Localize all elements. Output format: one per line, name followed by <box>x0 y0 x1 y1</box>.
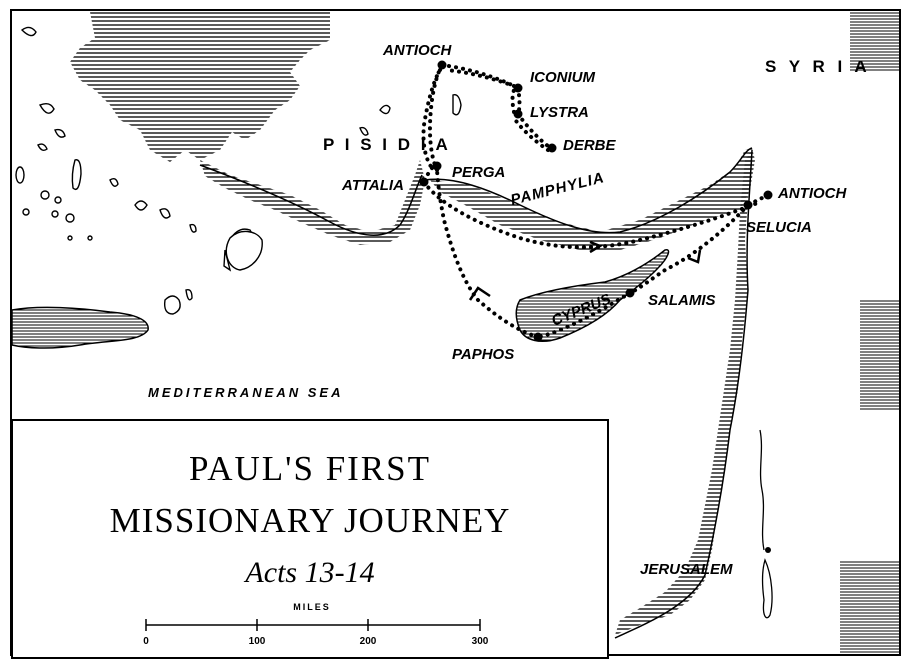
label-perga: PERGA <box>452 164 505 181</box>
scale-label-3: 300 <box>472 636 489 647</box>
region-mediterranean-sea: MEDITERRANEAN SEA <box>148 385 343 400</box>
asia-minor-coast <box>70 12 755 250</box>
label-antioch-pisidia: ANTIOCH <box>382 42 452 59</box>
cyprus-island <box>515 249 670 342</box>
title-line-1: PAUL'S FIRST <box>189 449 431 488</box>
city-marker-antioch-pisidia <box>437 60 447 70</box>
direction-arrows <box>468 240 702 301</box>
city-marker-attalia <box>419 177 429 187</box>
label-paphos: PAPHOS <box>452 346 514 363</box>
scale-label-0: 0 <box>143 636 149 647</box>
city-marker-derbe <box>547 143 557 153</box>
city-marker-paphos <box>533 332 543 342</box>
label-attalia: ATTALIA <box>341 177 404 194</box>
region-pamphylia: PAMPHYLIA <box>509 169 606 209</box>
label-lystra: LYSTRA <box>530 104 589 121</box>
title-reference: Acts 13-14 <box>243 556 374 589</box>
crete-island <box>11 306 149 349</box>
right-edge-hatching <box>840 12 900 655</box>
city-marker-antioch-syria <box>763 190 773 200</box>
city-marker-salamis <box>625 288 635 298</box>
title-line-2: MISSIONARY JOURNEY <box>110 501 511 540</box>
scale-title: MILES <box>293 602 331 612</box>
city-marker-perga <box>432 161 442 171</box>
label-derbe: DERBE <box>563 137 617 154</box>
city-marker-jerusalem <box>765 547 771 553</box>
title-box: PAUL'S FIRST MISSIONARY JOURNEY Acts 13-… <box>11 419 609 659</box>
city-marker-selucia <box>743 200 753 210</box>
city-marker-iconium <box>513 83 523 93</box>
jordan-river <box>759 429 773 619</box>
city-markers <box>419 60 773 553</box>
label-salamis: SALAMIS <box>648 292 716 309</box>
rhodes-island <box>225 230 263 271</box>
journey-route <box>421 63 770 339</box>
levant-coast <box>614 149 753 639</box>
scale-bar: MILES 0 100 200 300 <box>143 602 489 647</box>
city-marker-lystra <box>513 109 523 119</box>
label-jerusalem: JERUSALEM <box>640 561 733 578</box>
scale-label-2: 200 <box>360 636 377 647</box>
region-pisidia: P I S I D I A <box>323 135 451 154</box>
title-box-frame <box>11 419 609 659</box>
region-syria: S Y R I A <box>765 57 871 76</box>
label-antioch-syria: ANTIOCH <box>777 185 847 202</box>
label-selucia: SELUCIA <box>746 219 812 236</box>
scale-label-1: 100 <box>249 636 266 647</box>
label-iconium: ICONIUM <box>530 69 596 86</box>
